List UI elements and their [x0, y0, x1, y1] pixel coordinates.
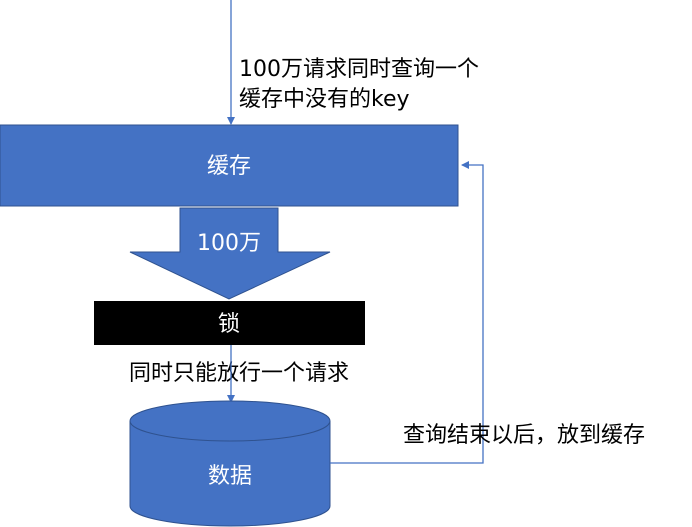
lock-bar [94, 301, 365, 345]
cache-label: 缓存 [207, 154, 251, 179]
lock-label: 锁 [218, 312, 240, 337]
cache-box [0, 124, 459, 207]
lock-note: 同时只能放行一个请求 [129, 361, 349, 386]
database-cylinder [129, 400, 331, 527]
database-label: 数据 [208, 464, 252, 489]
request-note-line2: 缓存中没有的key [239, 87, 410, 112]
request-note-line1: 100万请求同时查询一个 [239, 57, 479, 82]
flow-label: 100万 [197, 231, 261, 256]
flow-down-arrow [129, 207, 331, 300]
writeback-arrow [330, 161, 484, 464]
writeback-note: 查询结束以后，放到缓存 [403, 423, 645, 448]
